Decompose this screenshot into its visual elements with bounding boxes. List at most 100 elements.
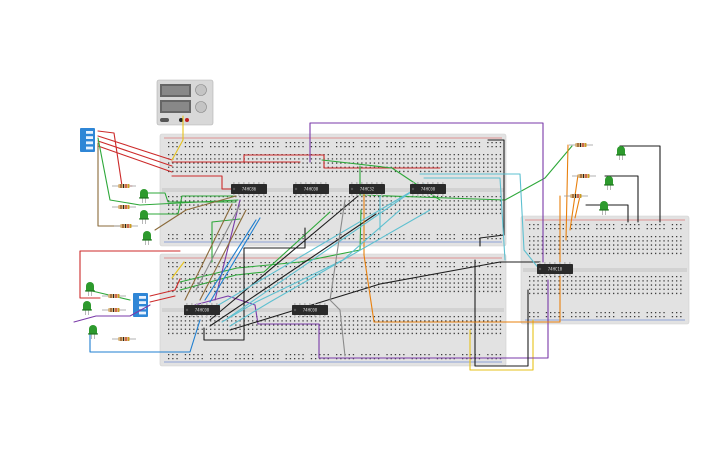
psu-terminal-positive[interactable] xyxy=(185,118,189,122)
wire-black-31[interactable] xyxy=(209,213,377,327)
resistor-4[interactable] xyxy=(102,294,126,298)
wire-yellow-22[interactable] xyxy=(171,261,185,279)
resistor-6[interactable] xyxy=(112,337,136,341)
wire-orange-37[interactable] xyxy=(565,144,569,241)
wire-cyan-40[interactable] xyxy=(419,173,541,271)
led-2[interactable] xyxy=(139,210,149,224)
wire-cyan-42[interactable] xyxy=(209,183,425,311)
breadboard-bottom[interactable] xyxy=(159,253,507,367)
chip-u7[interactable]: 74HC10 xyxy=(537,262,573,276)
wire-yellow-21[interactable] xyxy=(469,319,534,371)
wire-orange-36[interactable] xyxy=(363,185,561,323)
wire-cyan-44[interactable] xyxy=(221,209,401,323)
wire-green-18[interactable] xyxy=(179,211,331,291)
psu-switch[interactable] xyxy=(160,118,169,122)
led-5[interactable] xyxy=(82,301,92,315)
wire-red-8[interactable] xyxy=(149,278,181,297)
dip-toggle[interactable] xyxy=(86,146,93,150)
wire-orange-39[interactable] xyxy=(574,195,581,219)
wire-cyan-43[interactable] xyxy=(227,189,415,319)
led-7[interactable] xyxy=(616,146,626,160)
resistor-3[interactable] xyxy=(114,224,138,228)
wire-green-12[interactable] xyxy=(141,195,237,215)
wire-black-32[interactable] xyxy=(474,259,529,367)
dip-toggle[interactable] xyxy=(86,141,93,145)
led-4[interactable] xyxy=(85,282,95,296)
wire-green-17[interactable] xyxy=(179,209,362,283)
led-6[interactable] xyxy=(88,325,98,339)
dip-toggle[interactable] xyxy=(139,296,146,299)
wire-orange-38[interactable] xyxy=(569,174,579,231)
resistor-band xyxy=(585,143,586,147)
wire-purple-26[interactable] xyxy=(214,199,241,301)
wire-red-5[interactable] xyxy=(171,154,441,169)
wire-purple-24[interactable] xyxy=(73,304,151,323)
wire-red-2[interactable] xyxy=(97,140,173,167)
wire-blue-47[interactable] xyxy=(204,219,257,301)
dip-toggle[interactable] xyxy=(86,136,93,139)
wire-red-7[interactable] xyxy=(79,250,181,299)
chip-u1[interactable]: 74HC86 xyxy=(231,182,267,196)
wire-black-30[interactable] xyxy=(209,195,359,321)
chip-pin xyxy=(351,194,353,196)
resistor-7[interactable] xyxy=(569,143,593,147)
wire-purple-23[interactable] xyxy=(309,122,544,263)
chip-u5[interactable]: 74HC08 xyxy=(184,303,220,317)
chip-pin xyxy=(366,194,368,196)
wire-purple-25[interactable] xyxy=(194,279,549,359)
resistor-band xyxy=(125,184,127,188)
psu-terminal-negative[interactable] xyxy=(179,118,183,122)
resistor-1[interactable] xyxy=(112,184,136,188)
psu-knob-voltage[interactable] xyxy=(195,84,207,96)
dip-toggle[interactable] xyxy=(139,301,146,304)
led-9[interactable] xyxy=(599,201,609,215)
led-3[interactable] xyxy=(142,231,152,245)
chip-pin xyxy=(295,194,297,196)
dip-toggle[interactable] xyxy=(139,306,146,310)
wire-yellow-20[interactable] xyxy=(171,115,184,161)
dip-switch-top[interactable] xyxy=(80,128,95,152)
power-supply[interactable] xyxy=(156,79,214,126)
resistor-8[interactable] xyxy=(572,174,596,178)
chip-pin xyxy=(258,194,260,196)
resistor-2[interactable] xyxy=(112,205,136,209)
led-8[interactable] xyxy=(604,176,614,190)
wire-green-11[interactable] xyxy=(141,192,237,203)
wire-gray-55[interactable] xyxy=(195,204,241,291)
wire-blue-48[interactable] xyxy=(209,217,261,303)
wire-green-14[interactable] xyxy=(359,165,506,201)
chip-pin xyxy=(371,182,373,184)
wire-red-9[interactable] xyxy=(149,295,176,303)
wire-cyan-45[interactable] xyxy=(229,209,431,327)
led-1[interactable] xyxy=(139,189,149,203)
psu-knob-current[interactable] xyxy=(195,101,207,113)
chip-u6[interactable]: 74HC08 xyxy=(292,303,328,317)
wire-black-34[interactable] xyxy=(604,175,639,223)
wire-red-4[interactable] xyxy=(171,175,233,190)
chip-pin xyxy=(324,303,326,305)
breadboard-right[interactable] xyxy=(520,215,690,325)
led-rim xyxy=(139,197,149,199)
wire-red-3[interactable] xyxy=(97,145,173,173)
wire-gray-54[interactable] xyxy=(329,199,346,357)
resistor-9[interactable] xyxy=(564,194,588,198)
wire-cyan-41[interactable] xyxy=(423,177,506,261)
wire-red-1[interactable] xyxy=(97,135,173,161)
wire-green-15[interactable] xyxy=(504,145,573,201)
wire-brown-51[interactable] xyxy=(154,195,237,231)
dip-toggle[interactable] xyxy=(139,311,146,315)
wire-green-16[interactable] xyxy=(211,218,241,263)
resistor-band xyxy=(128,337,129,341)
chip-u2[interactable]: 74HC08 xyxy=(293,182,329,196)
dip-switch-bottom[interactable] xyxy=(133,293,148,317)
wire-brown-53[interactable] xyxy=(199,209,247,301)
dip-toggle[interactable] xyxy=(86,131,93,134)
chip-u4[interactable]: 74HC08 xyxy=(410,182,446,196)
wire-blue-49[interactable] xyxy=(89,319,201,353)
resistor-5[interactable] xyxy=(102,308,126,312)
wire-brown-52[interactable] xyxy=(184,203,233,301)
chip-u3[interactable]: 74HC32 xyxy=(349,182,385,196)
wire-black-33[interactable] xyxy=(619,145,661,223)
wire-black-28[interactable] xyxy=(203,227,306,341)
